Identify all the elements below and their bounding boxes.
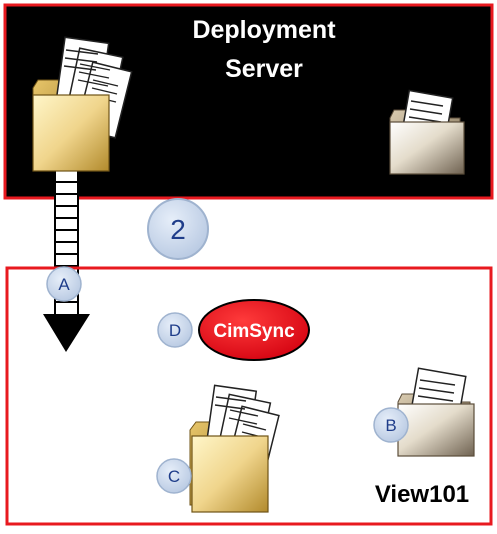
server-target-folder-icon: [389, 89, 465, 175]
server-source-folder-icon: [32, 36, 133, 172]
server-title-line1: Deployment: [192, 16, 336, 44]
marker-c: C: [156, 458, 192, 494]
marker-c-label: C: [168, 467, 180, 486]
cimsync-label: CimSync: [213, 321, 295, 342]
server-title-line2: Server: [225, 55, 303, 83]
down-arrow-icon: [43, 314, 90, 352]
client-folder-c-icon: [189, 384, 280, 513]
client-name: View101: [375, 481, 469, 508]
client-folder-b-icon: [397, 367, 475, 457]
marker-d-label: D: [169, 321, 181, 340]
client-panel: View101: [5, 266, 493, 526]
marker-a-label: A: [58, 275, 70, 294]
step-badge: 2: [147, 198, 209, 260]
marker-d: D: [157, 312, 193, 348]
marker-b-label: B: [385, 416, 396, 435]
cimsync-service: CimSync: [198, 299, 310, 361]
marker-a: A: [46, 266, 82, 302]
marker-b: B: [373, 407, 409, 443]
step-number: 2: [170, 214, 186, 245]
